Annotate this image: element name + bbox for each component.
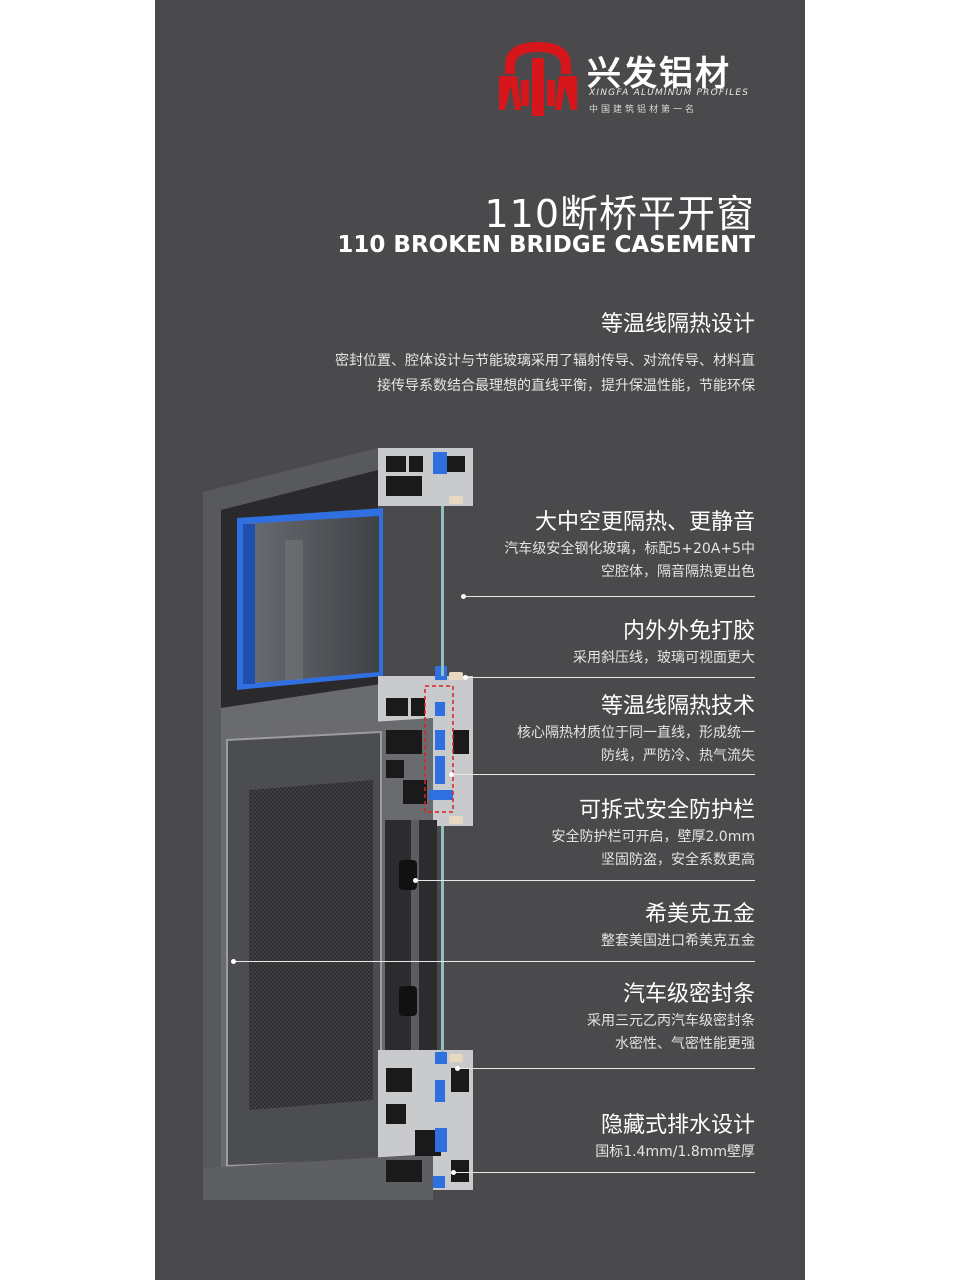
feature-title: 希美克五金 <box>644 902 755 927</box>
leader-line-5 <box>235 961 755 962</box>
feature-title: 等温线隔热技术 <box>600 694 755 719</box>
feature-desc: 坚固防盗，安全系数更高 <box>601 852 755 868</box>
feature-desc: 整套美国进口希美克五金 <box>601 933 755 949</box>
xingfa-logo-icon <box>499 42 577 116</box>
brand-name-cn: 兴发铝材 <box>587 54 731 94</box>
feature-title: 可拆式安全防护栏 <box>578 798 755 823</box>
feature-desc: 核心隔热材质位于同一直线，形成统一 <box>517 725 755 741</box>
poster-panel: 兴发铝材 XINGFA ALUMINUM PROFILES 中国建筑铝材第一名 … <box>155 0 805 1280</box>
leader-dot-5 <box>231 959 236 964</box>
leader-dot-7 <box>451 1170 456 1175</box>
feature-desc: 采用斜压线，玻璃可视面更大 <box>573 650 755 666</box>
leader-line-1 <box>465 596 755 597</box>
product-title-cn: 110断桥平开窗 <box>484 192 755 236</box>
feature-desc: 汽车级安全钢化玻璃，标配5+20A+5中 <box>504 541 755 557</box>
feature-title: 汽车级密封条 <box>622 982 755 1007</box>
feature-large-hollow-glass: 大中空更隔热、更静音 汽车级安全钢化玻璃，标配5+20A+5中 空腔体，隔音隔热… <box>504 508 755 584</box>
feature-title: 隐藏式排水设计 <box>600 1113 755 1138</box>
feature-seal-strip: 汽车级密封条 采用三元乙丙汽车级密封条 水密性、气密性能更强 <box>587 980 755 1056</box>
feature-desc: 水密性、气密性能更强 <box>615 1036 755 1052</box>
feature-hardware: 希美克五金 整套美国进口希美克五金 <box>601 900 755 953</box>
intro-line-1: 密封位置、腔体设计与节能玻璃采用了辐射传导、对流传导、材料直 <box>335 353 755 369</box>
feature-title: 大中空更隔热、更静音 <box>534 510 755 535</box>
leader-line-4 <box>417 880 755 881</box>
leader-line-2 <box>467 677 755 678</box>
feature-no-glue: 内外外免打胶 采用斜压线，玻璃可视面更大 <box>573 617 755 670</box>
feature-desc: 采用三元乙丙汽车级密封条 <box>587 1013 755 1029</box>
brand-logo: 兴发铝材 XINGFA ALUMINUM PROFILES 中国建筑铝材第一名 <box>495 36 765 120</box>
leader-dot-4 <box>413 878 418 883</box>
feature-hidden-drainage: 隐藏式排水设计 国标1.4mm/1.8mm壁厚 <box>595 1111 755 1164</box>
feature-desc: 安全防护栏可开启，壁厚2.0mm <box>551 829 755 845</box>
feature-desc: 空腔体，隔音隔热更出色 <box>601 564 755 580</box>
leader-dot-3 <box>449 772 454 777</box>
brand-slogan: 中国建筑铝材第一名 <box>589 105 698 115</box>
leader-line-6 <box>459 1068 755 1069</box>
feature-desc: 防线，严防冷、热气流失 <box>601 748 755 764</box>
leader-line-3 <box>453 774 755 775</box>
leader-dot-2 <box>463 675 468 680</box>
feature-removable-guard: 可拆式安全防护栏 安全防护栏可开启，壁厚2.0mm 坚固防盗，安全系数更高 <box>551 796 755 872</box>
leader-dot-6 <box>455 1066 460 1071</box>
feature-desc: 国标1.4mm/1.8mm壁厚 <box>595 1144 755 1160</box>
brand-name-en: XINGFA ALUMINUM PROFILES <box>589 88 750 98</box>
intro-line-2: 接传导系数结合最理想的直线平衡，提升保温性能，节能环保 <box>377 378 755 394</box>
window-section-illustration <box>203 448 473 1200</box>
intro-heading: 等温线隔热设计 <box>600 312 755 337</box>
feature-title: 内外外免打胶 <box>622 619 755 644</box>
feature-isotherm-tech: 等温线隔热技术 核心隔热材质位于同一直线，形成统一 防线，严防冷、热气流失 <box>517 692 755 768</box>
product-title-en: 110 BROKEN BRIDGE CASEMENT <box>337 232 755 258</box>
leader-dot-1 <box>461 594 466 599</box>
leader-line-7 <box>455 1172 755 1173</box>
